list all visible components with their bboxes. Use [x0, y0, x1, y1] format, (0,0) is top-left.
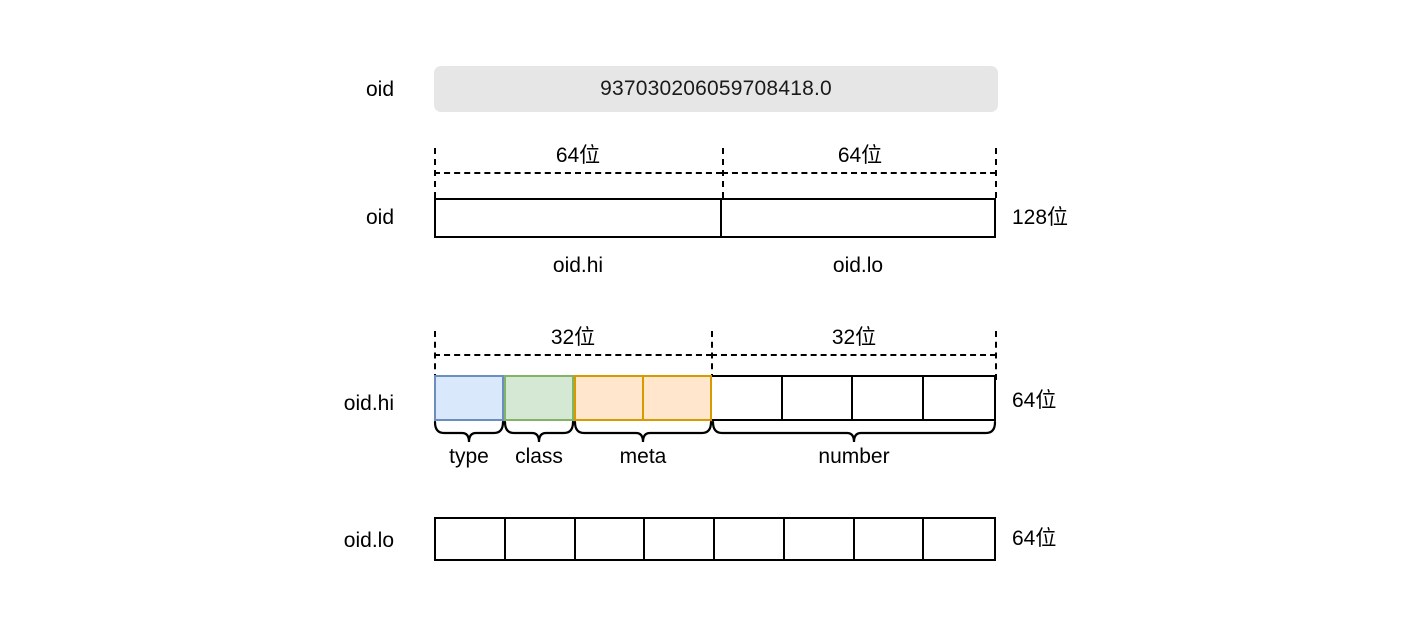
measure-bracket-hi-right-line [711, 354, 996, 356]
row-label-oid-value: oid [365, 78, 394, 101]
oid-box-cell-lo [721, 200, 994, 236]
oid-lo-cell-2 [505, 519, 576, 559]
oid-hi-cell-number-2 [782, 377, 854, 419]
measure-tick-oid-left [434, 148, 436, 198]
oid-lo-box [434, 517, 996, 561]
total-bits-label-oid: 128位 [1012, 206, 1069, 229]
oid-hi-cell-type [436, 377, 506, 419]
oid-value-field[interactable]: 937030206059708418.0 [434, 66, 998, 112]
field-name-class: class [515, 445, 563, 468]
oid-lo-cell-8 [924, 519, 994, 559]
bits-label-oid-lo: 64位 [837, 144, 883, 167]
part-name-oid-hi: oid.hi [552, 254, 604, 277]
brace-number [711, 420, 997, 443]
measure-tick-hi-left [434, 331, 436, 380]
oid-hi-cell-meta-1 [575, 377, 644, 419]
oid-hi-cell-number-3 [853, 377, 924, 419]
row-label-oid-hi: oid.hi [343, 392, 394, 415]
oid-hi-cell-class [505, 377, 575, 419]
bits-label-oid-hi: 64位 [555, 144, 601, 167]
oid-lo-cell-6 [784, 519, 855, 559]
oid-lo-cell-4 [645, 519, 715, 559]
field-name-number: number [818, 445, 890, 468]
measure-bracket-oid-lo-line [722, 172, 996, 174]
measure-tick-hi-right [995, 331, 997, 380]
field-name-type: type [449, 445, 489, 468]
bits-label-hi-left: 32位 [550, 326, 596, 349]
oid-lo-cell-1 [436, 519, 506, 559]
field-name-meta: meta [619, 445, 667, 468]
oid-hi-cell-number-1 [712, 377, 783, 419]
brace-type [433, 420, 505, 443]
total-bits-label-oid-lo: 64位 [1012, 527, 1057, 550]
measure-bracket-oid-hi-line [434, 172, 722, 174]
oid-box [434, 198, 996, 238]
part-name-oid-lo: oid.lo [832, 254, 884, 277]
row-label-oid: oid [365, 206, 394, 229]
measure-tick-oid-right [995, 148, 997, 198]
oid-hi-box [434, 375, 996, 421]
bits-label-hi-right: 32位 [831, 326, 877, 349]
oid-hi-cell-meta-2 [643, 377, 713, 419]
measure-bracket-hi-left-line [434, 354, 712, 356]
oid-lo-cell-3 [575, 519, 646, 559]
oid-hi-cell-number-4 [923, 377, 995, 419]
oid-lo-cell-7 [854, 519, 925, 559]
oid-lo-cell-5 [715, 519, 785, 559]
total-bits-label-oid-hi: 64位 [1012, 389, 1057, 412]
brace-class [503, 420, 575, 443]
row-label-oid-lo: oid.lo [343, 529, 394, 552]
brace-meta [573, 420, 713, 443]
oid-box-cell-hi [436, 200, 722, 236]
